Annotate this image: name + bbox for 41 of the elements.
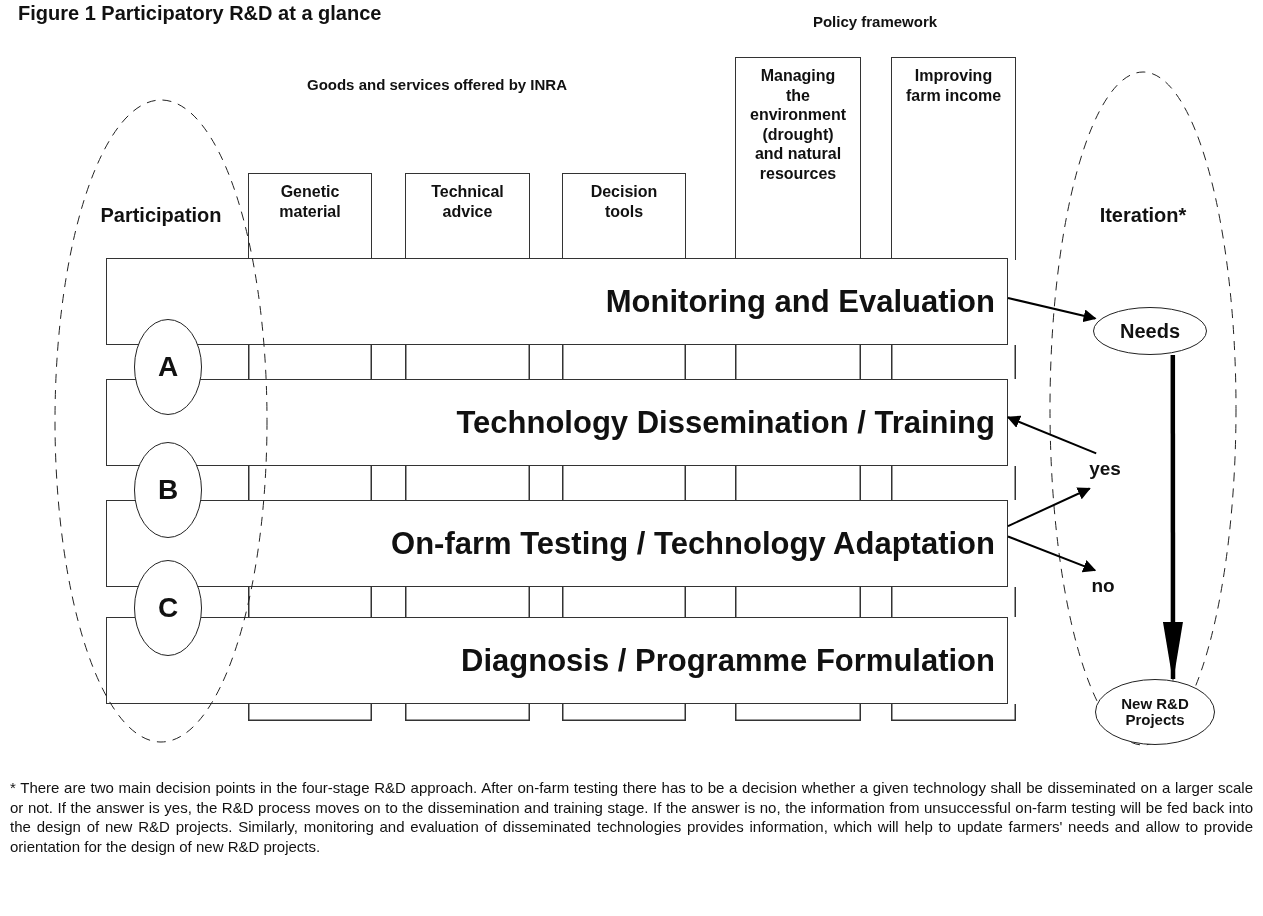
stage-label: Technology Dissemination / Training (456, 404, 995, 441)
column-label: Managing the environment (drought) and natural resources (749, 66, 847, 184)
column-label: Improving farm income (904, 66, 1003, 106)
column-label: Technical advice (430, 182, 505, 222)
column-box (248, 173, 372, 260)
branch-label: yes (1089, 458, 1121, 480)
arrow (1007, 297, 1097, 323)
stage-label: Monitoring and Evaluation (605, 283, 995, 320)
stage-band (106, 258, 1008, 345)
ellipse-node (134, 319, 202, 415)
arrow (1007, 535, 1097, 573)
ellipse-node (1093, 307, 1207, 355)
column-label: Genetic material (278, 182, 342, 222)
ellipse-label: New R&D Projects (1120, 695, 1190, 729)
footnote: * There are two main decision points in the four-stage R&D approach. After on-farm testing there has to be a decision whether a given technology shall be disseminated on a larger scale or not. If the answer is yes, the R&D process moves on to the dissemination and training stage. If the answer is no, the information from unsuccessful on-farm testing will be fed back into the design of new R&D projects. Similarly, monitoring and evaluation of disseminated technologies provides information, which will help to update farmers' needs and allow to provide orientation for the design of new R&D projects. (10, 778, 1253, 856)
group-label: Participation (99, 204, 223, 227)
group-label: Iteration* (1098, 204, 1188, 227)
ellipse-node (1095, 679, 1215, 745)
column-label: Decision tools (589, 182, 659, 222)
stage-band (106, 379, 1008, 466)
stage-label: Diagnosis / Programme Formulation (461, 642, 995, 679)
figure-title: Figure 1 Participatory R&D at a glance (18, 2, 382, 25)
group-heading: Goods and services offered by INRA (306, 76, 568, 93)
arrow (1163, 355, 1183, 680)
column-box (891, 57, 1016, 260)
ellipse-label: C (157, 592, 179, 624)
ellipse-label: Needs (1120, 320, 1180, 342)
ellipse-label: B (157, 474, 179, 506)
branch-label: no (1091, 575, 1115, 597)
stage-label: On-farm Testing / Technology Adaptation (391, 525, 995, 562)
column-box (405, 173, 530, 260)
ellipse-node (134, 442, 202, 538)
arrow (1007, 487, 1091, 528)
ellipse-node (134, 560, 202, 656)
column-box (562, 173, 686, 260)
group-heading: Policy framework (812, 13, 938, 30)
stage-band (106, 500, 1008, 587)
arrow (1006, 415, 1098, 455)
column-box (735, 57, 861, 260)
ellipse-label: A (157, 351, 179, 383)
stage-band (106, 617, 1008, 704)
